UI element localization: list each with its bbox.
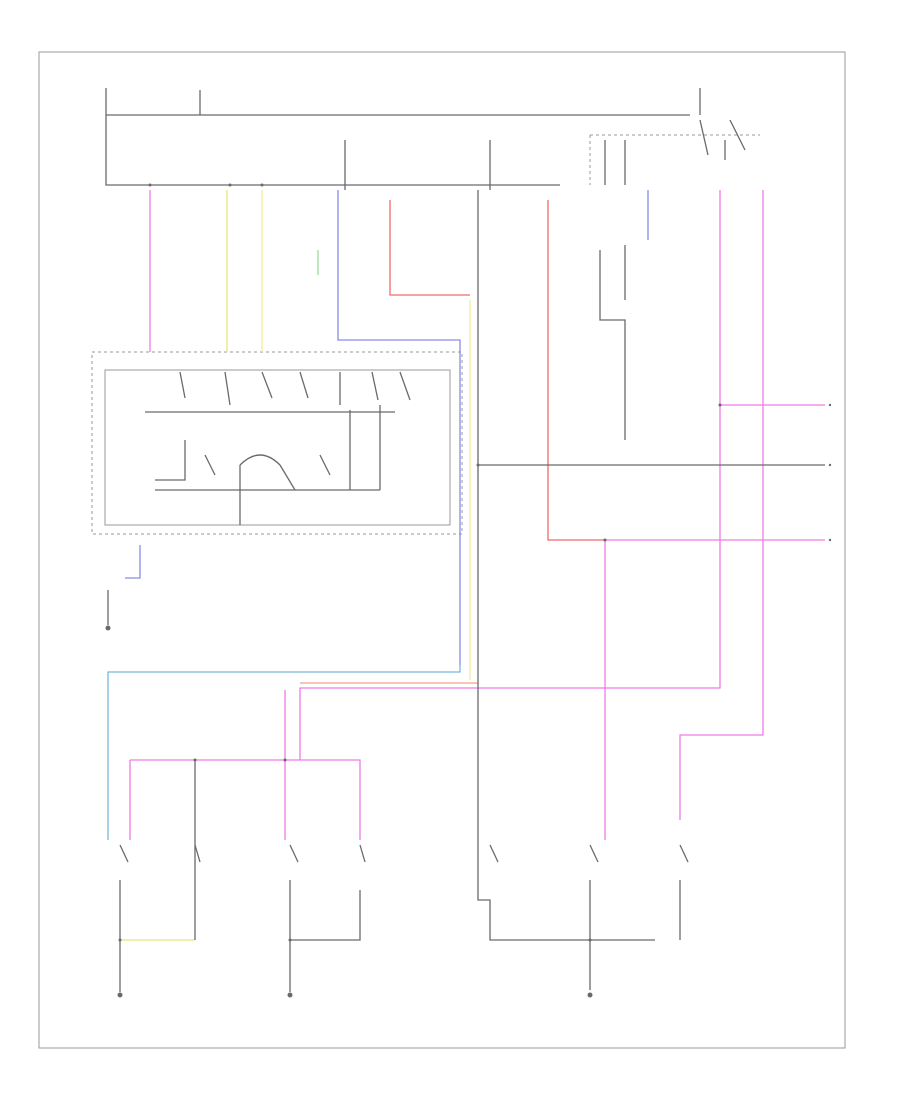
ground-lf-tail xyxy=(587,992,593,998)
headlamp-switch-module xyxy=(91,351,463,535)
red-wires xyxy=(300,200,605,684)
ground-right-engine xyxy=(287,965,293,998)
right-edge-connectors xyxy=(828,403,832,542)
left-front-lamps xyxy=(119,844,201,863)
pink-wires xyxy=(129,190,825,840)
right-rear-lamps xyxy=(589,844,599,863)
ground-left-engine xyxy=(117,960,123,998)
left-rear-lamps xyxy=(489,844,499,863)
fuse-panel-top xyxy=(105,88,760,190)
light-blue-wire xyxy=(107,665,461,840)
blue-wires xyxy=(125,190,649,665)
splice-dots xyxy=(118,183,722,942)
yellow-wires xyxy=(120,190,471,941)
right-front-lamps xyxy=(289,844,366,863)
ground-center-switch xyxy=(105,590,111,631)
diagram-border xyxy=(38,51,846,1049)
license-lamp xyxy=(679,844,689,863)
black-wires xyxy=(119,190,825,990)
